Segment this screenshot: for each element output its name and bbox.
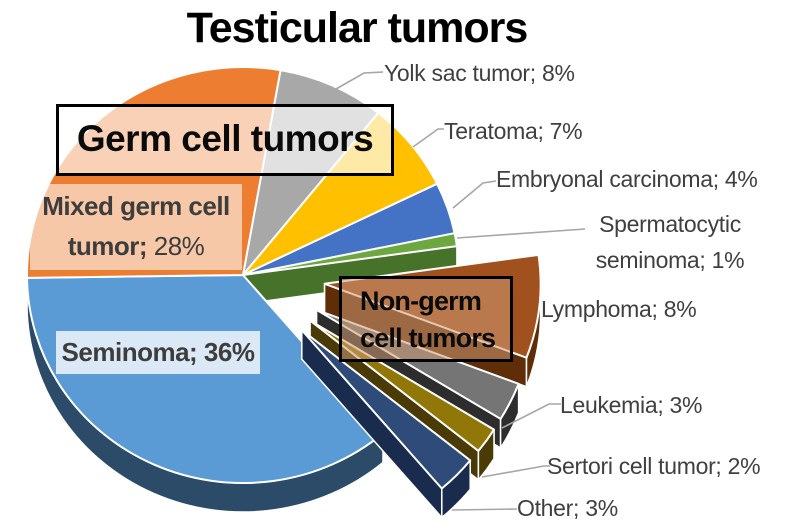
- leader-line-sertori-cell-tumor: [481, 465, 550, 478]
- callout-label-spermatocytic-seminoma: Spermatocytic seminoma; 1%: [595, 211, 745, 273]
- slice-spermatocytic-seminoma: [242, 232, 458, 276]
- mixed-label-line2-name: tumor;: [67, 231, 148, 261]
- callout-label-leukemia: Leukemia; 3%: [560, 392, 703, 418]
- leader-line-other: [451, 508, 518, 511]
- slice-seminoma: [26, 274, 384, 484]
- seminoma-slice-label-text: Seminoma; 36%: [61, 337, 255, 367]
- leader-line-leukemia: [501, 403, 561, 429]
- callout-label-sertori-cell-tumor: Sertori cell tumor; 2%: [547, 453, 761, 479]
- leader-line-yolk-sac-tumor: [335, 71, 384, 90]
- germ-cell-tumors-group-box: Germ cell tumors: [56, 104, 394, 176]
- non-germ-cell-tumors-group-box: Non-germ cell tumors: [339, 276, 513, 362]
- mixed-label-line2-value: 28%: [147, 231, 205, 261]
- leader-line-embryonal-carcinoma: [452, 180, 497, 209]
- callout-label-yolk-sac-tumor: Yolk sac tumor; 8%: [384, 60, 575, 86]
- germ-cell-tumors-group-label: Germ cell tumors: [76, 118, 374, 159]
- leader-line-teratoma: [412, 128, 444, 148]
- mixed-label-line1: Mixed germ cell: [42, 191, 230, 221]
- mixed-germ-cell-tumor-slice-label: Mixed germ cell tumor; 28%: [30, 184, 242, 270]
- seminoma-slice-label: Seminoma; 36%: [56, 331, 260, 374]
- callout-label-teratoma: Teratoma; 7%: [444, 118, 583, 144]
- callout-label-lymphoma: Lymphoma; 8%: [541, 296, 697, 322]
- slice-other: [300, 329, 472, 490]
- non-germ-cell-tumors-group-label: Non-germ cell tumors: [360, 286, 496, 353]
- leader-line-spermatocytic-seminoma: [456, 228, 586, 239]
- callout-label-embryonal-carcinoma: Embryonal carcinoma; 4%: [496, 166, 758, 192]
- callout-label-other: Other; 3%: [517, 495, 618, 521]
- page-title: Testicular tumors: [186, 4, 529, 52]
